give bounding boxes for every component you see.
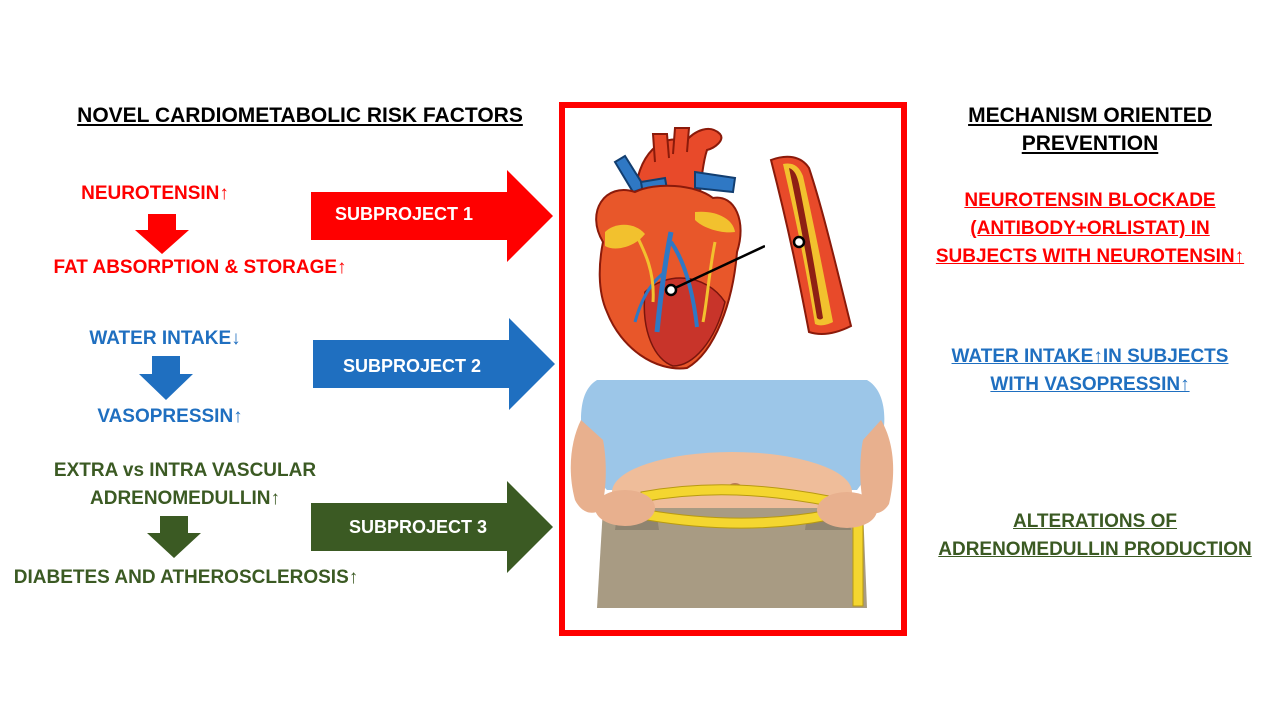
left-heading: NOVEL CARDIOMETABOLIC RISK FACTORS xyxy=(77,104,523,127)
right-heading-line2: PREVENTION xyxy=(1021,132,1159,155)
subproject-2-label: SUBPROJECT 2 xyxy=(343,356,482,376)
prevention-3: ALTERATIONS OF ADRENOMEDULLIN PRODUCTION xyxy=(905,508,1280,564)
risk-water-intake: WATER INTAKE↓ xyxy=(89,328,241,349)
right-heading: MECHANISM ORIENTED PREVENTION xyxy=(930,102,1250,158)
heart-illustration xyxy=(595,127,765,370)
risk-adrenomedullin-line1: EXTRA vs INTRA VASCULAR xyxy=(53,460,317,481)
waist-measure-illustration xyxy=(570,380,894,608)
artery-illustration xyxy=(769,155,853,335)
subproject-2-arrow xyxy=(313,318,555,410)
subproject-1-arrow xyxy=(311,170,553,262)
risk-vasopressin: VASOPRESSIN↑ xyxy=(97,406,243,427)
right-heading-line1: MECHANISM ORIENTED xyxy=(968,104,1212,127)
risk-adrenomedullin-line2: ADRENOMEDULLIN↑ xyxy=(90,488,280,509)
risk-fat-absorption: FAT ABSORPTION & STORAGE↑ xyxy=(53,257,347,278)
down-arrow-green xyxy=(147,516,201,558)
subproject-3-label: SUBPROJECT 3 xyxy=(349,517,488,537)
prevention-3-line2: ADRENOMEDULLIN PRODUCTION xyxy=(938,539,1252,560)
down-arrow-red xyxy=(135,214,189,254)
prevention-2-line2: WITH VASOPRESSIN↑ xyxy=(990,374,1190,395)
prevention-1: NEUROTENSIN BLOCKADE (ANTIBODY+ORLISTAT)… xyxy=(905,187,1275,271)
subproject-3-arrow xyxy=(311,481,553,573)
prevention-1-line1: NEUROTENSIN BLOCKADE xyxy=(964,190,1216,211)
prevention-2: WATER INTAKE↑IN SUBJECTS WITH VASOPRESSI… xyxy=(905,343,1275,399)
prevention-2-line1: WATER INTAKE↑IN SUBJECTS xyxy=(951,346,1229,367)
subproject-1-label: SUBPROJECT 1 xyxy=(335,204,474,224)
prevention-1-line2: (ANTIBODY+ORLISTAT) IN xyxy=(970,218,1210,239)
illustration-frame xyxy=(559,102,907,636)
risk-neurotensin: NEUROTENSIN↑ xyxy=(81,183,229,204)
risk-diabetes: DIABETES AND ATHEROSCLEROSIS↑ xyxy=(13,567,359,588)
prevention-3-line1: ALTERATIONS OF xyxy=(1013,511,1177,532)
prevention-1-line3: SUBJECTS WITH NEUROTENSIN↑ xyxy=(935,246,1245,267)
down-arrow-blue xyxy=(139,356,193,400)
risk-adrenomedullin: EXTRA vs INTRA VASCULAR ADRENOMEDULLIN↑ xyxy=(20,459,350,511)
